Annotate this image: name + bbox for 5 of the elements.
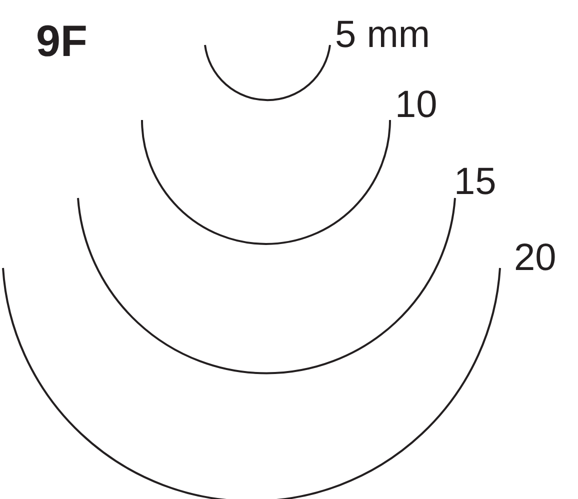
title: 9F [36, 20, 88, 64]
size-label: 10 [395, 86, 438, 124]
size-label: 20 [514, 239, 556, 277]
size-label: 5 mm [335, 16, 430, 54]
size-label: 15 [454, 163, 496, 201]
